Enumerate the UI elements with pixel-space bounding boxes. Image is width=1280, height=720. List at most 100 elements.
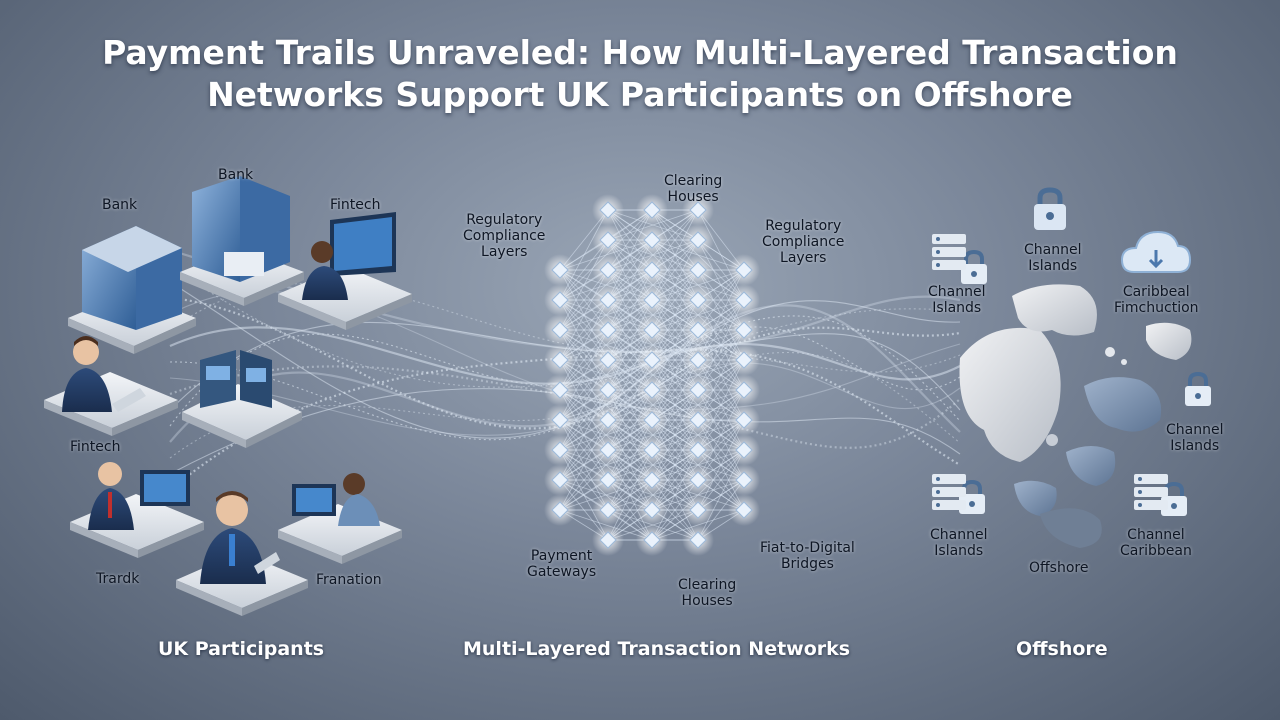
network-link bbox=[559, 359, 609, 451]
network-link bbox=[559, 299, 609, 391]
network-node-icon bbox=[643, 291, 661, 309]
server-rack-icon bbox=[932, 474, 966, 510]
network-node-icon bbox=[643, 501, 661, 519]
bank-building-left bbox=[68, 226, 196, 354]
network-link bbox=[607, 209, 653, 301]
network-link bbox=[607, 389, 653, 481]
network-link bbox=[559, 389, 609, 481]
network-node-icon bbox=[599, 291, 617, 309]
network-link bbox=[651, 449, 699, 541]
network-node-icon bbox=[689, 471, 707, 489]
network-link bbox=[697, 299, 745, 391]
network-node-icon bbox=[735, 411, 753, 429]
network-nodes bbox=[544, 194, 760, 556]
network-node-icon bbox=[689, 381, 707, 399]
network-link bbox=[607, 239, 653, 331]
section-offshore: Offshore bbox=[1016, 638, 1108, 660]
network-node-icon bbox=[735, 261, 753, 279]
network-node-icon bbox=[689, 201, 707, 219]
network-link bbox=[559, 419, 609, 511]
network-node-icon bbox=[735, 291, 753, 309]
label-trader: Trardk bbox=[96, 571, 140, 587]
network-link bbox=[651, 209, 699, 301]
network-node-icon bbox=[551, 471, 569, 489]
network-node-icon bbox=[643, 381, 661, 399]
network-link bbox=[651, 359, 699, 451]
padlock-icon bbox=[1185, 371, 1211, 406]
network-node-icon bbox=[643, 321, 661, 339]
network-node-icon bbox=[599, 411, 617, 429]
network-node-icon bbox=[643, 351, 661, 369]
network-node-icon bbox=[643, 441, 661, 459]
network-link bbox=[651, 389, 699, 481]
network-node-icon bbox=[551, 381, 569, 399]
title-line-2: Networks Support UK Participants on Offs… bbox=[207, 75, 1073, 114]
network-link bbox=[697, 389, 745, 481]
network-link bbox=[697, 329, 745, 421]
title-line-1: Payment Trails Unraveled: How Multi-Laye… bbox=[102, 33, 1178, 72]
network-node-icon bbox=[689, 291, 707, 309]
network-node-icon bbox=[735, 381, 753, 399]
network-link bbox=[651, 239, 699, 331]
network-node-icon bbox=[689, 261, 707, 279]
network-node-icon bbox=[599, 531, 617, 549]
network-node-icon bbox=[689, 441, 707, 459]
label-offshore-map: Offshore bbox=[1029, 560, 1089, 576]
network-node-icon bbox=[599, 351, 617, 369]
network-node-icon bbox=[551, 291, 569, 309]
network-link bbox=[697, 419, 745, 511]
padlock-icon bbox=[961, 249, 987, 284]
network-link bbox=[607, 299, 653, 391]
network-node-icon bbox=[689, 501, 707, 519]
label-fintech-top: Fintech bbox=[330, 197, 381, 213]
network-node-icon bbox=[689, 321, 707, 339]
section-uk-participants: UK Participants bbox=[158, 638, 325, 660]
flow-stream bbox=[169, 326, 961, 385]
network-node-icon bbox=[551, 501, 569, 519]
network-node-icon bbox=[643, 201, 661, 219]
label-bank-center: Bank bbox=[218, 167, 254, 183]
network-link bbox=[697, 359, 745, 451]
network-node-icon bbox=[551, 321, 569, 339]
network-node-icon bbox=[551, 441, 569, 459]
network-node-icon bbox=[735, 321, 753, 339]
fintech-control-room bbox=[182, 350, 302, 448]
network-node-icon bbox=[599, 471, 617, 489]
island-map bbox=[959, 284, 1192, 548]
network-node-icon bbox=[643, 261, 661, 279]
network-link bbox=[651, 269, 699, 361]
network-link bbox=[651, 419, 699, 511]
network-node-icon bbox=[599, 231, 617, 249]
network-link bbox=[607, 449, 653, 541]
section-transaction-networks: Multi-Layered Transaction Networks bbox=[463, 638, 851, 660]
network-link bbox=[697, 449, 745, 541]
network-node-icon bbox=[643, 231, 661, 249]
label-fintech-left: Fintech bbox=[70, 439, 121, 455]
network-link bbox=[651, 299, 699, 391]
network-node-icon bbox=[689, 531, 707, 549]
network-node-icon bbox=[689, 351, 707, 369]
network-link bbox=[697, 269, 745, 361]
network-node-icon bbox=[551, 261, 569, 279]
network-node-icon bbox=[551, 351, 569, 369]
franation-desk-person bbox=[176, 491, 308, 616]
network-node-icon bbox=[599, 321, 617, 339]
network-node-icon bbox=[551, 411, 569, 429]
network-link bbox=[607, 419, 653, 511]
network-link bbox=[559, 239, 609, 331]
network-node-icon bbox=[689, 231, 707, 249]
flow-stream bbox=[169, 296, 961, 430]
